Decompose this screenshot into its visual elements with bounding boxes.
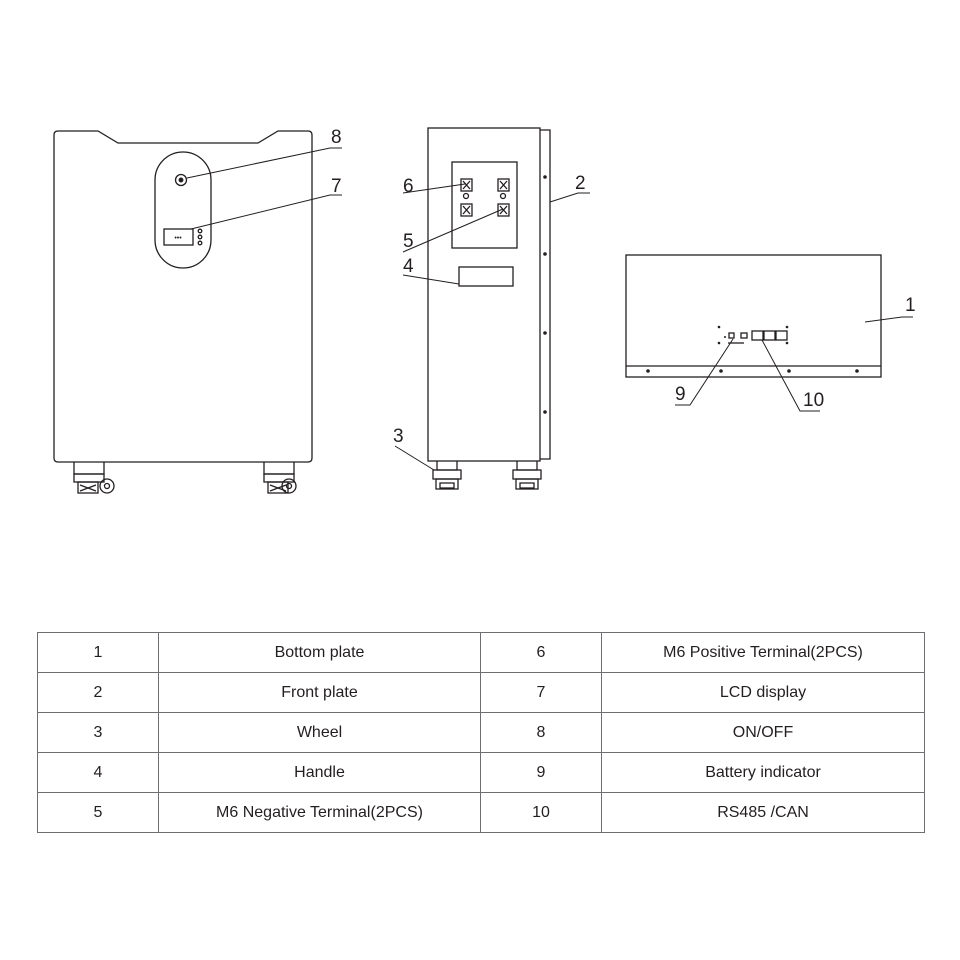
power-button — [174, 173, 188, 187]
callout-2: 2 — [575, 173, 586, 194]
callout-7: 7 — [331, 176, 342, 197]
part-name: ON/OFF — [601, 712, 925, 753]
part-name: LCD display — [601, 672, 925, 713]
leader-9 — [675, 338, 734, 406]
leader-4 — [402, 274, 460, 285]
leader-10 — [761, 339, 820, 412]
control-panel-recess — [154, 151, 212, 269]
leader-8 — [186, 147, 342, 179]
port-area — [717, 325, 789, 345]
positive-terminal-1 — [460, 178, 473, 192]
part-number: 5 — [37, 792, 159, 833]
bottom-view-outline — [625, 254, 882, 378]
leader-2 — [549, 192, 590, 203]
part-name: Battery indicator — [601, 752, 925, 793]
table-row: 4 Handle 9 Battery indicator — [37, 752, 925, 793]
part-name: Handle — [158, 752, 481, 793]
front-view: ••• — [53, 130, 313, 494]
part-name: Wheel — [158, 712, 481, 753]
part-name: Bottom plate — [158, 632, 481, 673]
side-body-outline — [427, 127, 541, 462]
side-view — [427, 127, 551, 490]
table-row: 3 Wheel 8 ON/OFF — [37, 712, 925, 753]
part-number: 10 — [480, 792, 602, 833]
part-number: 6 — [480, 632, 602, 673]
leader-3 — [394, 445, 435, 471]
terminal-panel — [451, 161, 518, 249]
callout-4: 4 — [403, 256, 414, 277]
callout-3: 3 — [393, 426, 404, 447]
battery-indicator-leds — [197, 228, 203, 246]
positive-terminal-2 — [497, 178, 510, 192]
table-row: 2 Front plate 7 LCD display — [37, 672, 925, 713]
lcd-screen-text: ••• — [174, 235, 182, 242]
callout-9: 9 — [675, 384, 686, 405]
side-left-wheel — [432, 461, 462, 490]
lcd-screen — [163, 228, 194, 246]
negative-terminal-1 — [460, 203, 473, 217]
part-number: 1 — [37, 632, 159, 673]
callout-5: 5 — [403, 231, 414, 252]
small-port — [740, 332, 748, 339]
bottom-plate-screws — [646, 369, 859, 373]
negative-polarity-mark — [499, 192, 507, 200]
front-left-wheel — [73, 462, 115, 494]
bottom-view — [625, 254, 882, 378]
part-name: M6 Negative Terminal(2PCS) — [158, 792, 481, 833]
part-number: 8 — [480, 712, 602, 753]
part-number: 2 — [37, 672, 159, 713]
part-name: Front plate — [158, 672, 481, 713]
negative-terminal-2 — [497, 203, 510, 217]
part-name: RS485 /CAN — [601, 792, 925, 833]
leader-6 — [402, 183, 466, 194]
rs485-can-port-3 — [775, 330, 788, 341]
positive-polarity-mark — [462, 192, 470, 200]
front-right-wheel — [263, 462, 297, 494]
callout-10: 10 — [803, 390, 824, 411]
handle — [458, 266, 514, 287]
front-plate — [540, 129, 551, 460]
part-number: 4 — [37, 752, 159, 793]
front-body-outline — [53, 130, 313, 463]
table-row: 5 M6 Negative Terminal(2PCS) 10 RS485 /C… — [37, 792, 925, 833]
rs485-can-port-1 — [751, 330, 764, 341]
parts-table: 1 Bottom plate 6 M6 Positive Terminal(2P… — [37, 632, 925, 833]
rs485-can-port-2 — [763, 330, 776, 341]
leader-7 — [190, 194, 342, 230]
side-right-wheel — [512, 461, 542, 490]
battery-technical-drawing: ••• — [53, 127, 916, 494]
front-plate-screws — [543, 175, 547, 414]
part-number: 9 — [480, 752, 602, 793]
part-number: 3 — [37, 712, 159, 753]
part-number: 7 — [480, 672, 602, 713]
leader-lines — [186, 147, 913, 471]
leader-1 — [864, 316, 913, 323]
callout-8: 8 — [331, 127, 342, 148]
battery-indicator-port — [728, 332, 735, 339]
callout-1: 1 — [905, 295, 916, 316]
leader-5 — [402, 208, 504, 253]
table-row: 1 Bottom plate 6 M6 Positive Terminal(2P… — [37, 632, 925, 673]
callout-6: 6 — [403, 176, 414, 197]
part-name: M6 Positive Terminal(2PCS) — [601, 632, 925, 673]
